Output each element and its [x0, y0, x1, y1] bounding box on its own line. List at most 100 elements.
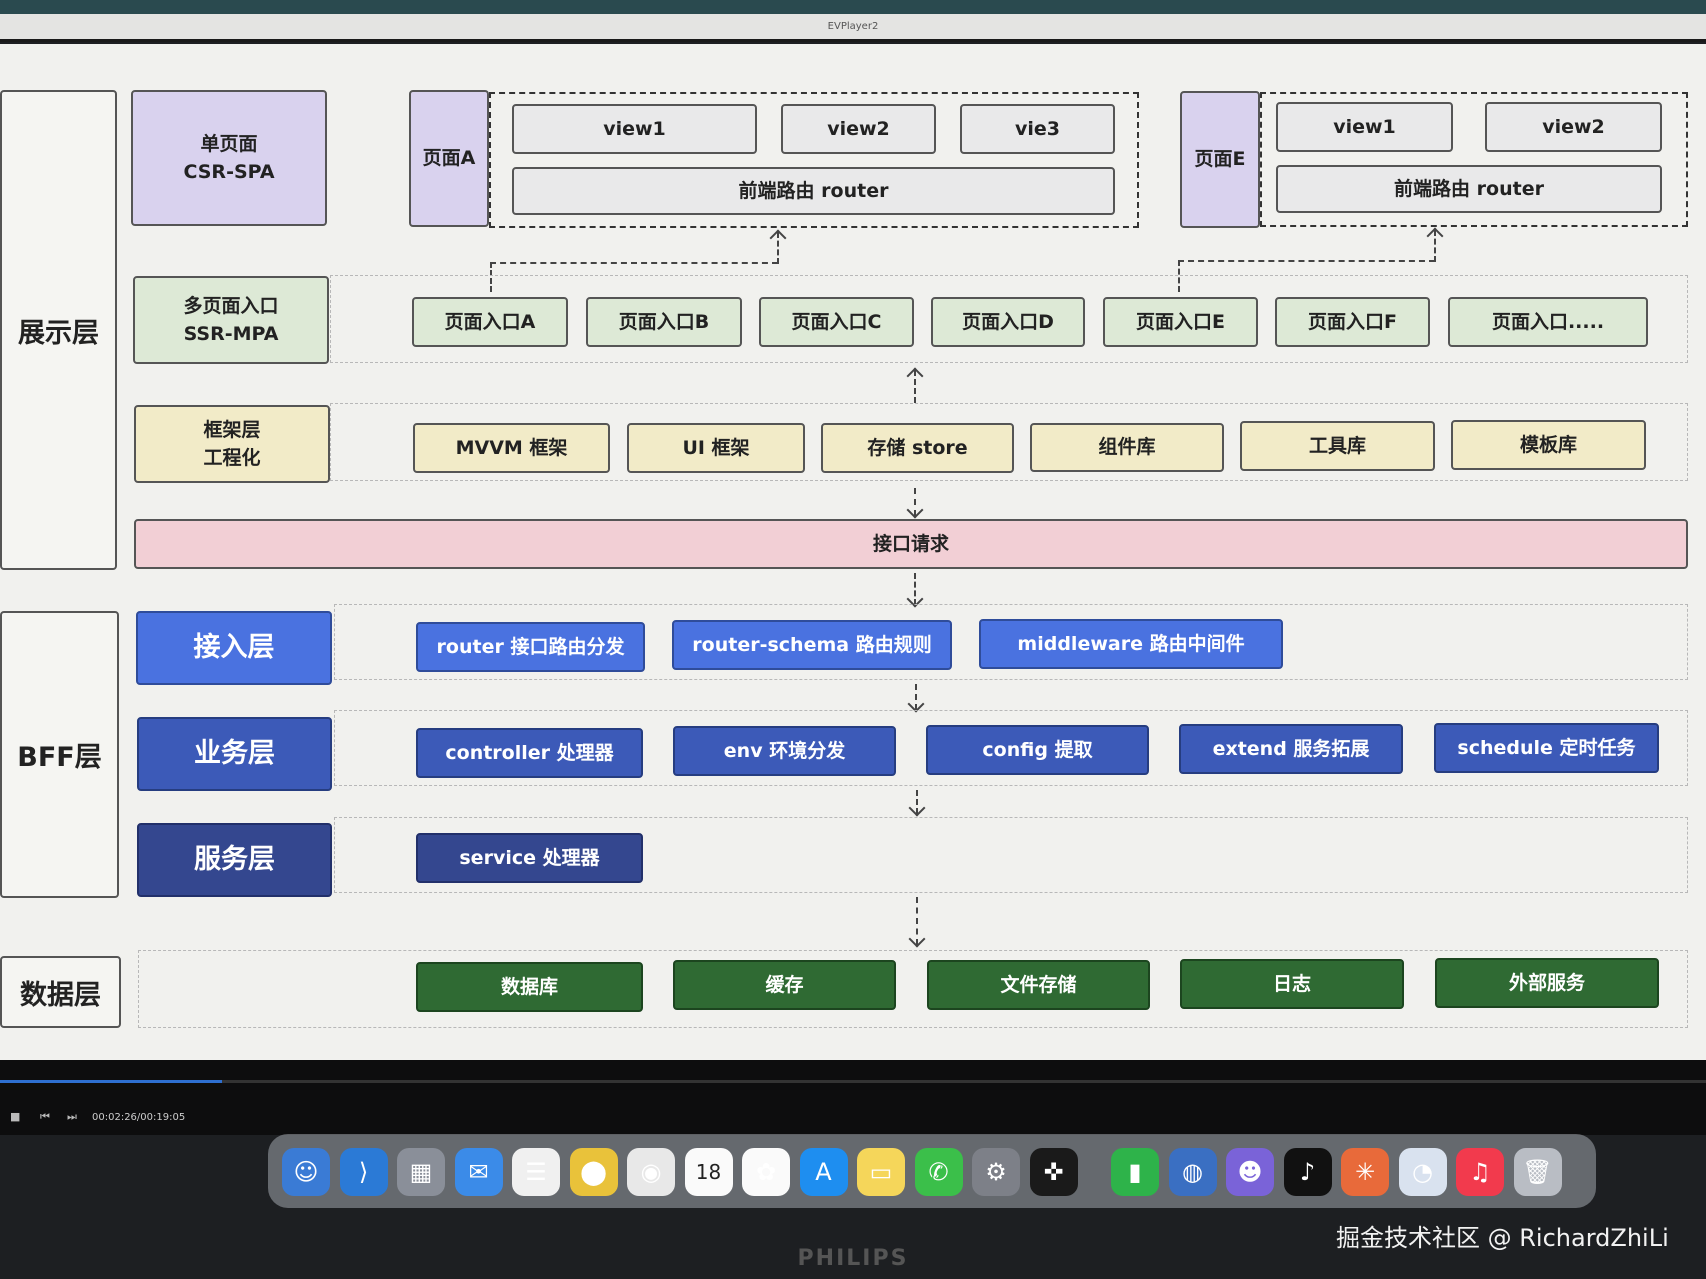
- mpa-entry-a: 页面入口A: [412, 297, 568, 347]
- arrow-framework-to-api: [914, 488, 916, 516]
- mpa-row: [330, 275, 1688, 363]
- page-a-view-3: vie3: [960, 104, 1115, 154]
- page-e: 页面E: [1180, 91, 1260, 228]
- service-label: 服务层: [137, 823, 332, 897]
- maps-icon[interactable]: ⬤: [569, 1148, 618, 1196]
- mpa-entry-e: 页面入口E: [1103, 297, 1258, 347]
- access-label: 接入层: [136, 611, 332, 685]
- stop-icon[interactable]: ■: [10, 1110, 21, 1123]
- settings-icon[interactable]: ⚙: [972, 1148, 1020, 1196]
- layer-display-label: 展示层: [18, 317, 99, 349]
- chrome-icon[interactable]: ◉: [627, 1148, 675, 1196]
- trash-icon[interactable]: 🗑: [1513, 1148, 1562, 1196]
- vscode-icon[interactable]: ⟩: [339, 1148, 388, 1196]
- business-label: 业务层: [137, 717, 332, 791]
- mail-icon[interactable]: ✉: [454, 1148, 503, 1196]
- mpa-entry-more: 页面入口.....: [1448, 297, 1648, 347]
- arrow-to-page-a: [777, 232, 779, 264]
- access-router-schema: router-schema 路由规则: [672, 620, 952, 670]
- photos-icon[interactable]: ✿: [742, 1148, 790, 1196]
- page-e-frame: [1260, 92, 1688, 227]
- data-file-storage: 文件存储: [927, 960, 1150, 1010]
- page-a: 页面A: [409, 90, 489, 227]
- appstore-icon[interactable]: A: [799, 1148, 848, 1196]
- access-middleware: middleware 路由中间件: [979, 619, 1283, 669]
- mpa-entry-b: 页面入口B: [586, 297, 742, 347]
- progress-fill: [0, 1080, 222, 1083]
- finder-icon[interactable]: ☺: [282, 1148, 330, 1196]
- calendar-icon[interactable]: 18: [684, 1148, 733, 1196]
- wechat-icon[interactable]: ✆: [914, 1148, 963, 1196]
- arrow-access-to-business: [915, 684, 917, 710]
- mpa-entry-d: 页面入口D: [931, 297, 1085, 347]
- numbers-icon[interactable]: ▮: [1111, 1148, 1159, 1196]
- notes-icon[interactable]: ▭: [857, 1148, 905, 1196]
- page-e-router: 前端路由 router: [1276, 165, 1662, 213]
- business-env: env 环境分发: [673, 726, 896, 776]
- data-row: [138, 950, 1688, 1028]
- layer-data: 数据层: [0, 956, 121, 1028]
- access-row: [334, 604, 1688, 680]
- business-row: [334, 710, 1688, 786]
- connector-entry-a: [490, 262, 778, 292]
- claude-icon[interactable]: ✳: [1341, 1148, 1389, 1196]
- tiktok-icon[interactable]: ♪: [1283, 1148, 1332, 1196]
- framework-store: 存储 store: [821, 423, 1014, 473]
- framework-templates: 模板库: [1451, 420, 1646, 470]
- arrow-service-to-data: [916, 897, 918, 945]
- mpa-entry-c: 页面入口C: [759, 297, 914, 347]
- arrow-framework-to-mpa: [914, 370, 916, 403]
- spa-label: 单页面 CSR-SPA: [131, 90, 327, 226]
- business-schedule: schedule 定时任务: [1434, 723, 1659, 773]
- layer-bff: BFF层: [0, 611, 119, 898]
- app-icon[interactable]: ☻: [1226, 1148, 1274, 1196]
- framework-ui: UI 框架: [627, 423, 805, 473]
- arrow-business-to-service: [916, 790, 918, 814]
- arrow-to-page-e: [1434, 230, 1436, 262]
- business-config: config 提取: [926, 725, 1149, 775]
- watermark: 掘金技术社区 @ RichardZhiLi: [1336, 1224, 1669, 1252]
- data-external-service: 外部服务: [1435, 958, 1659, 1008]
- business-controller: controller 处理器: [416, 728, 643, 778]
- page-a-view-2: view2: [781, 104, 936, 154]
- framework-tools: 工具库: [1240, 421, 1435, 471]
- framework-label: 框架层 工程化: [134, 405, 330, 483]
- next-icon[interactable]: ⏭: [67, 1110, 77, 1123]
- service-row: [334, 817, 1688, 893]
- layer-display: 展示层: [0, 90, 117, 570]
- previous-icon[interactable]: ⏮: [40, 1110, 50, 1123]
- monitor-brand: PHILIPS: [797, 1246, 909, 1271]
- data-cache: 缓存: [673, 960, 896, 1010]
- window-title: EVPlayer2: [827, 21, 879, 32]
- window-titlebar: EVPlayer2: [0, 14, 1706, 42]
- preview-icon[interactable]: ◔: [1398, 1148, 1447, 1196]
- launchpad-icon[interactable]: ▦: [397, 1148, 445, 1196]
- service-handler: service 处理器: [416, 833, 643, 883]
- menu-bar: [0, 0, 1706, 14]
- business-extend: extend 服务拓展: [1179, 724, 1403, 774]
- layer-data-label: 数据层: [20, 979, 101, 1011]
- mpa-entry-f: 页面入口F: [1275, 297, 1430, 347]
- page-a-view-1: view1: [512, 104, 757, 154]
- progress-track[interactable]: [0, 1080, 1706, 1083]
- layer-bff-label: BFF层: [17, 742, 102, 773]
- disk-icon[interactable]: ◍: [1168, 1148, 1217, 1196]
- player-bar: [0, 1060, 1706, 1135]
- page-a-router: 前端路由 router: [512, 167, 1115, 215]
- access-router: router 接口路由分发: [416, 622, 645, 672]
- data-database: 数据库: [416, 962, 643, 1012]
- framework-components: 组件库: [1030, 423, 1224, 472]
- connector-entry-e: [1178, 260, 1435, 292]
- api-request-bar: 接口请求: [134, 519, 1688, 569]
- music-icon[interactable]: ♫: [1456, 1148, 1504, 1196]
- arrow-api-to-access: [914, 573, 916, 605]
- page-e-view-1: view1: [1276, 102, 1453, 152]
- timecode: 00:02:26/00:19:05: [92, 1112, 186, 1123]
- figma-icon[interactable]: ✜: [1029, 1148, 1078, 1196]
- page-a-frame: [489, 92, 1139, 228]
- data-log: 日志: [1180, 959, 1404, 1009]
- mpa-label: 多页面入口 SSR-MPA: [133, 276, 329, 364]
- page-e-view-2: view2: [1485, 102, 1662, 152]
- reminders-icon[interactable]: ☰: [512, 1148, 560, 1196]
- framework-mvvm: MVVM 框架: [413, 423, 610, 473]
